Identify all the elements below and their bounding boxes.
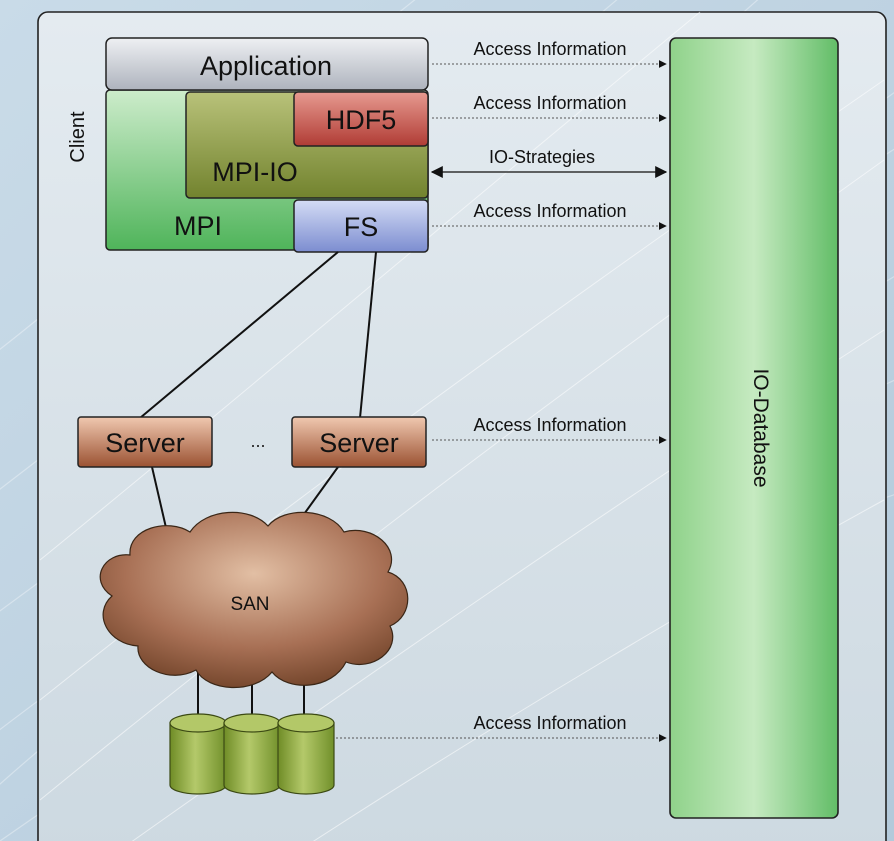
io-database	[669, 37, 839, 819]
edge-fs-label: Access Information	[473, 201, 626, 221]
servers-ellipsis: ...	[250, 431, 265, 451]
hdf5-block	[293, 91, 429, 147]
disk-1	[169, 713, 227, 795]
fs-to-server-left-link	[139, 251, 339, 419]
server-left	[77, 416, 213, 468]
edge-hdf5-label: Access Information	[473, 93, 626, 113]
disk-2	[223, 713, 281, 795]
io-database-label: IO-Database	[749, 368, 772, 487]
edge-storage-label: Access Information	[473, 713, 626, 733]
edge-application-label: Access Information	[473, 39, 626, 59]
san-cloud	[99, 511, 409, 689]
server-right-label: Server	[319, 428, 399, 458]
server-left-label: Server	[105, 428, 185, 458]
fs-block	[293, 199, 429, 253]
server-right	[291, 416, 427, 468]
edge-server-label: Access Information	[473, 415, 626, 435]
edge-mpi-io-label: IO-Strategies	[489, 147, 595, 167]
mpi-label: MPI	[174, 211, 222, 241]
storage-disks	[169, 713, 335, 795]
disk-3	[277, 713, 335, 795]
hdf5-label: HDF5	[326, 105, 397, 135]
application-block	[105, 37, 429, 91]
mpi-io-label: MPI-IO	[212, 157, 298, 187]
client-label: Client	[67, 111, 89, 163]
fs-label: FS	[344, 212, 379, 242]
edges: Access Information Access Information IO…	[336, 39, 668, 742]
application-label: Application	[200, 51, 332, 81]
san-label: SAN	[230, 594, 269, 615]
fs-to-server-right-link	[359, 251, 377, 419]
